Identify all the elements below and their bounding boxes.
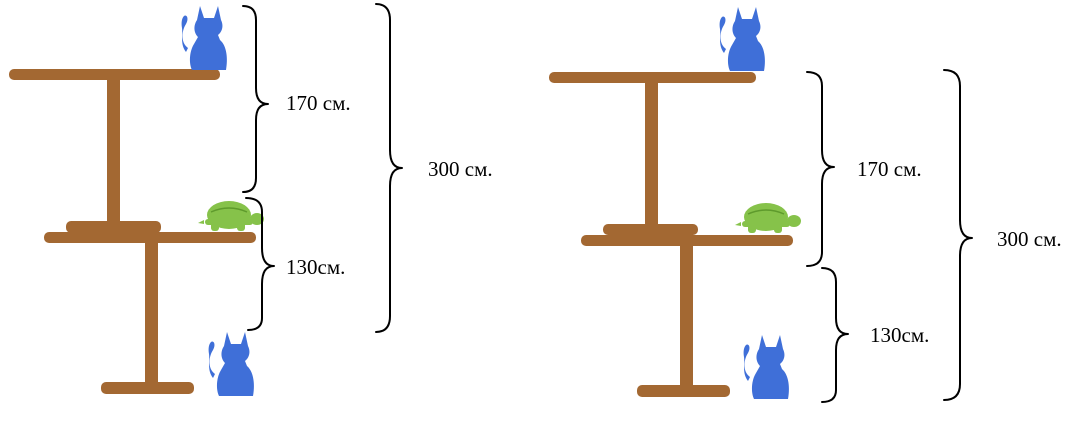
upper-distance-label: 170 см. [286, 91, 351, 115]
turtle-icon [735, 203, 801, 233]
curly-brace-total [375, 3, 403, 333]
upper-post [645, 80, 658, 228]
middle-shelf-cap [66, 221, 161, 233]
upper-post [107, 78, 120, 228]
lower-distance-label: 130см. [870, 323, 929, 347]
lower-distance-label: 130см. [286, 255, 345, 279]
middle-shelf-cap [603, 224, 698, 235]
cat-icon [719, 7, 765, 71]
right-diagram: 170 см. 130см. 300 см. [549, 7, 1062, 403]
curly-brace-upper [242, 5, 269, 193]
middle-shelf [44, 232, 256, 243]
lower-post [145, 241, 158, 388]
middle-shelf [581, 235, 793, 246]
curly-brace-upper [806, 71, 835, 267]
left-tree [9, 69, 256, 394]
base-shelf [637, 385, 730, 397]
curly-brace-total [943, 69, 973, 401]
curly-brace-lower [821, 267, 849, 403]
lower-post [680, 243, 693, 390]
cat-icon [181, 6, 227, 70]
cat-icon [743, 335, 789, 399]
total-distance-label: 300 см. [428, 157, 493, 181]
turtle-icon [198, 201, 264, 231]
base-shelf [101, 382, 194, 394]
top-shelf [9, 69, 220, 80]
cat-icon [208, 332, 254, 396]
curly-brace-lower [245, 197, 275, 331]
left-diagram: 170 см. 130см. 300 см. [9, 3, 493, 396]
upper-distance-label: 170 см. [857, 157, 922, 181]
total-distance-label: 300 см. [997, 227, 1062, 251]
top-shelf [549, 72, 756, 83]
right-tree [549, 72, 793, 397]
